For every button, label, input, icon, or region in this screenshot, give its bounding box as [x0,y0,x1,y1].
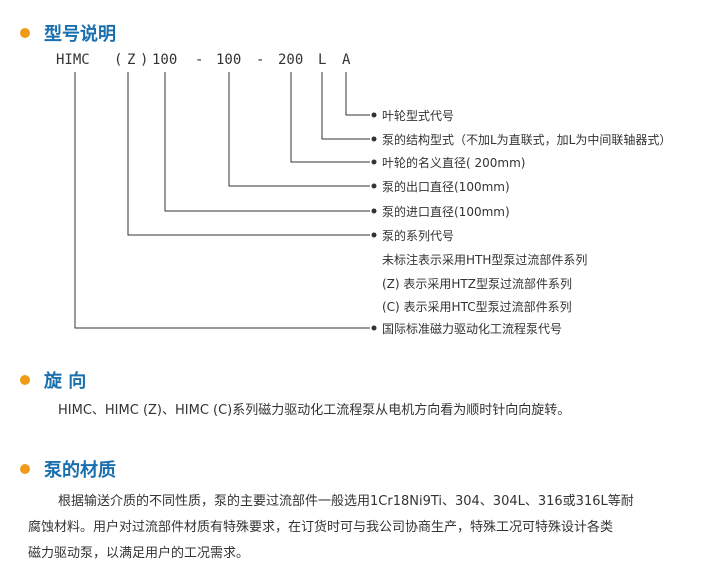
dot-l [371,136,377,142]
connector-himc [74,72,370,329]
section-title-material-text: 泵的材质 [44,460,116,481]
connector-outlet [228,72,370,187]
code-paren-open: ( [114,52,123,68]
material-line-2: 腐蚀材料。用户对过流部件材质有特殊要求，在订货时可与我公司协商生产，特殊工况可特… [28,520,614,535]
code-a: A [342,52,351,68]
connector-series [127,72,370,236]
code-paren-close: ) [140,52,149,68]
label-inlet-diameter: 泵的进口直径(100mm) [382,205,510,219]
code-dash-2: - [256,52,265,68]
bullet-icon [20,464,30,474]
code-l: L [318,52,327,68]
label-structure: 泵的结构型式（不加L为直联式，加L为中间联轴器式） [382,133,672,147]
label-impeller-diameter: 叶轮的名义直径( 200mm) [382,156,526,170]
dot-himc [371,325,377,331]
label-impeller-type: 叶轮型式代号 [382,109,455,123]
section-title-rotation: 旋 向 [20,367,86,393]
label-outlet-diameter: 泵的出口直径(100mm) [382,180,510,194]
label-series-htz: (Z) 表示采用HTZ型泵过流部件系列 [382,277,572,291]
dot-outlet [371,183,377,189]
code-outlet: 100 [216,52,242,68]
label-series-hth: 未标注表示采用HTH型泵过流部件系列 [382,253,588,267]
section-title-model: 型号说明 [20,20,116,46]
label-himc-code: 国际标准磁力驱动化工流程泵代号 [382,322,563,336]
label-series-code: 泵的系列代号 [382,229,455,243]
dot-a [371,112,377,118]
code-impeller: 200 [278,52,304,68]
material-line-3: 磁力驱动泵，以满足用户的工况需求。 [28,546,250,561]
connector-l [321,72,370,140]
bullet-icon [20,28,30,38]
section-title-rotation-text: 旋 向 [44,371,87,392]
code-z: Z [127,52,136,68]
code-inlet: 100 [152,52,178,68]
connector-200 [290,72,370,163]
connector-inlet [164,72,370,212]
connector-a [345,72,370,116]
section-title-material: 泵的材质 [20,456,116,482]
dot-series [371,232,377,238]
section-title-model-text: 型号说明 [44,24,116,45]
dot-inlet [371,208,377,214]
bullet-icon [20,375,30,385]
label-series-htc: (C) 表示采用HTC型泵过流部件系列 [382,300,572,314]
material-line-1: 根据输送介质的不同性质，泵的主要过流部件一般选用1Cr18Ni9Ti、304、3… [58,494,634,509]
dot-200 [371,159,377,165]
rotation-text: HIMC、HIMC (Z)、HIMC (C)系列磁力驱动化工流程泵从电机方向看为… [58,403,571,418]
code-himc: HIMC [56,52,90,68]
code-dash-1: - [195,52,204,68]
